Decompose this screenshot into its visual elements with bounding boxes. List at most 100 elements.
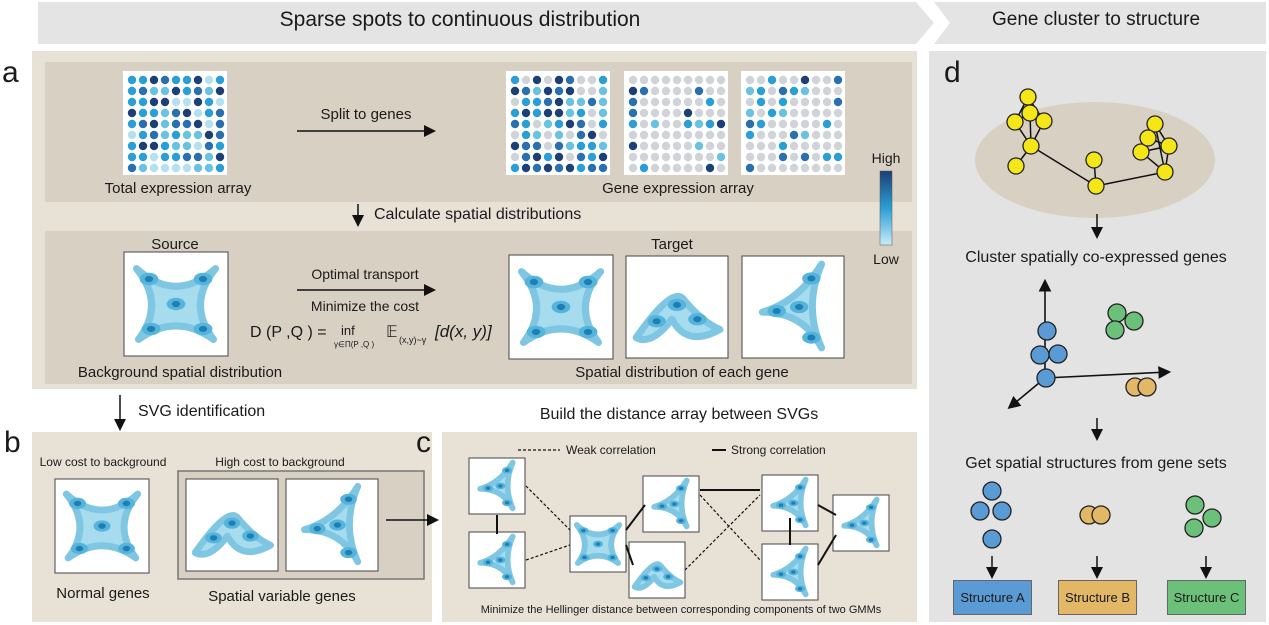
array-spot bbox=[543, 152, 553, 162]
svg-small-plot bbox=[468, 457, 526, 515]
array-spot bbox=[650, 141, 660, 151]
array-spot bbox=[789, 97, 799, 107]
array-spot bbox=[587, 130, 597, 140]
array-spot bbox=[745, 108, 755, 118]
array-spot bbox=[745, 163, 755, 173]
array-spot bbox=[767, 86, 777, 96]
array-spot bbox=[565, 152, 575, 162]
graph-node bbox=[1137, 377, 1157, 397]
panel-letter-a: a bbox=[2, 56, 19, 89]
ot-label: Optimal transport bbox=[311, 266, 419, 282]
graph-node bbox=[1107, 303, 1127, 323]
array-spot bbox=[767, 119, 777, 129]
array-spot bbox=[554, 75, 564, 85]
array-spot bbox=[182, 75, 192, 85]
array-spot bbox=[800, 141, 810, 151]
array-spot bbox=[705, 108, 715, 118]
banner-left-title: Sparse spots to continuous distribution bbox=[279, 8, 641, 31]
array-spot bbox=[716, 163, 726, 173]
array-spot bbox=[694, 97, 704, 107]
array-spot bbox=[694, 130, 704, 140]
array-spot bbox=[576, 152, 586, 162]
total-expression-array bbox=[123, 71, 227, 175]
high-cost-label: High cost to background bbox=[215, 455, 345, 469]
colorbar-low: Low bbox=[873, 251, 899, 267]
array-spot bbox=[193, 108, 203, 118]
array-spot bbox=[171, 141, 181, 151]
array-spot bbox=[521, 152, 531, 162]
array-spot bbox=[149, 152, 159, 162]
array-spot bbox=[756, 141, 766, 151]
svg-small-plot bbox=[761, 543, 819, 601]
get-structures-label: Get spatial structures from gene sets bbox=[965, 455, 1227, 472]
graph-node bbox=[1048, 344, 1068, 364]
array-spot bbox=[811, 75, 821, 85]
array-spot bbox=[182, 141, 192, 151]
array-spot bbox=[705, 152, 715, 162]
array-spot bbox=[160, 130, 170, 140]
array-spot bbox=[822, 130, 832, 140]
banner-right-title: Gene cluster to structure bbox=[991, 9, 1201, 30]
array-spot bbox=[565, 86, 575, 96]
array-spot bbox=[811, 130, 821, 140]
graph-node bbox=[1105, 320, 1125, 340]
array-spot bbox=[554, 86, 564, 96]
formula-inf-sub: γ∈Π(P ,Q ) bbox=[334, 340, 375, 349]
array-spot bbox=[138, 86, 148, 96]
array-spot bbox=[521, 75, 531, 85]
array-spot bbox=[510, 152, 520, 162]
array-spot bbox=[587, 108, 597, 118]
graph-node bbox=[1019, 88, 1037, 106]
array-spot bbox=[510, 119, 520, 129]
background-label: Background spatial distribution bbox=[77, 364, 283, 381]
array-spot bbox=[833, 108, 843, 118]
structure-a-box: Structure A bbox=[953, 580, 1032, 615]
array-spot bbox=[778, 163, 788, 173]
array-spot bbox=[716, 75, 726, 85]
array-spot bbox=[587, 163, 597, 173]
array-spot bbox=[800, 75, 810, 85]
array-spot bbox=[661, 108, 671, 118]
array-spot bbox=[833, 163, 843, 173]
array-spot bbox=[833, 130, 843, 140]
array-spot bbox=[149, 108, 159, 118]
graph-node bbox=[1036, 368, 1056, 388]
array-spot bbox=[215, 152, 225, 162]
structure-a-label: Structure A bbox=[960, 590, 1025, 605]
array-spot bbox=[683, 141, 693, 151]
graph-node bbox=[1085, 151, 1103, 169]
array-spot bbox=[532, 97, 542, 107]
array-spot bbox=[510, 97, 520, 107]
array-spot bbox=[683, 97, 693, 107]
structure-b-box: Structure B bbox=[1058, 580, 1137, 615]
array-spot bbox=[705, 119, 715, 129]
array-spot bbox=[182, 152, 192, 162]
array-spot bbox=[745, 152, 755, 162]
array-spot bbox=[811, 163, 821, 173]
array-spot bbox=[576, 141, 586, 151]
target-distribution-1 bbox=[508, 254, 614, 360]
array-spot bbox=[215, 130, 225, 140]
array-spot bbox=[822, 119, 832, 129]
array-spot bbox=[661, 75, 671, 85]
array-spot bbox=[767, 141, 777, 151]
array-spot bbox=[716, 119, 726, 129]
array-spot bbox=[672, 119, 682, 129]
array-spot bbox=[694, 86, 704, 96]
array-spot bbox=[160, 108, 170, 118]
array-spot bbox=[204, 119, 214, 129]
array-spot bbox=[543, 141, 553, 151]
array-spot bbox=[138, 97, 148, 107]
panel-c-edges bbox=[496, 485, 837, 571]
array-spot bbox=[543, 75, 553, 85]
array-spot bbox=[587, 97, 597, 107]
array-spot bbox=[521, 86, 531, 96]
array-spot bbox=[565, 130, 575, 140]
array-spot bbox=[138, 152, 148, 162]
array-spot bbox=[160, 141, 170, 151]
array-spot bbox=[661, 141, 671, 151]
array-spot bbox=[598, 97, 608, 107]
array-spot bbox=[694, 141, 704, 151]
array-spot bbox=[204, 130, 214, 140]
array-spot bbox=[576, 86, 586, 96]
